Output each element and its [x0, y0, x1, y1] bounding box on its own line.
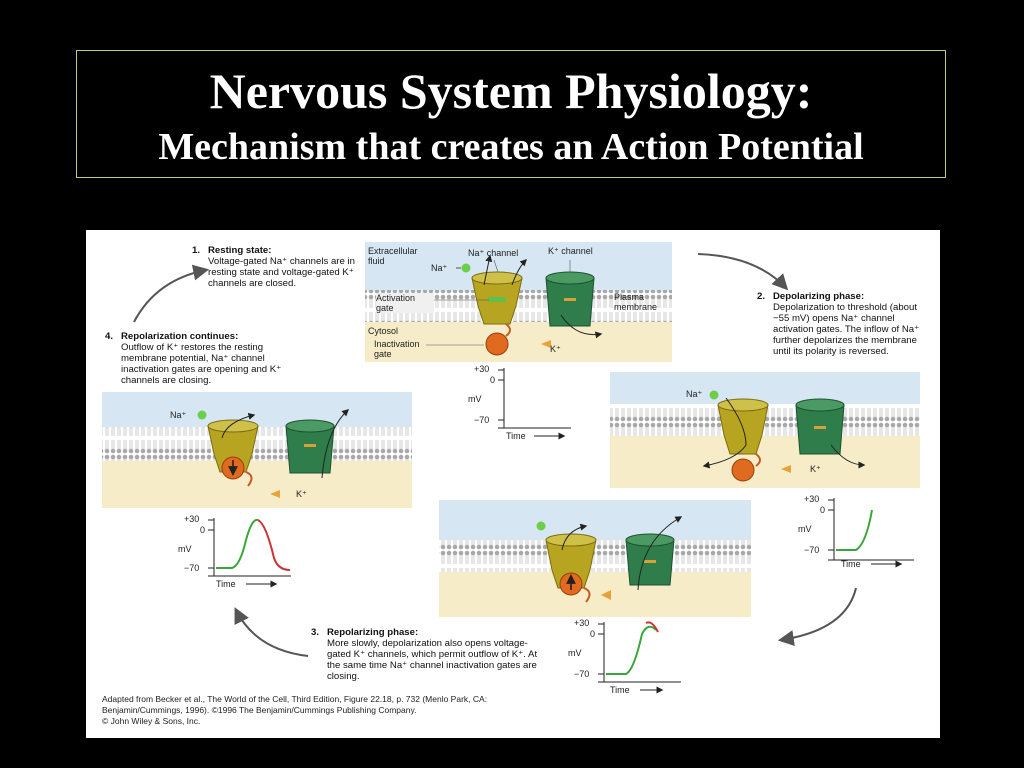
graph-4-trace-fall: [257, 519, 291, 571]
k-channel-label: K⁺ channel: [548, 246, 593, 256]
graph-2-axes: [828, 498, 914, 568]
k-ion-label: K⁺: [550, 344, 561, 354]
graph-2-ytop: +30: [804, 494, 820, 504]
page-title: Nervous System Physiology:: [209, 63, 813, 119]
graph-4-ytop: +30: [184, 514, 200, 524]
graph-1-ybottom: −70: [474, 415, 490, 425]
cycle-arrow-2-to-3: [777, 587, 857, 646]
graph-4-yzero: 0: [200, 525, 206, 535]
graph-1-ytop: +30: [474, 364, 490, 374]
cycle-arrow-4-to-1: [133, 264, 210, 323]
graph-3-axes: [598, 622, 681, 694]
extracellular-label: Extracellular fluid: [368, 246, 418, 266]
step-4-text: 4.Repolarization continues:Outflow of K⁺…: [105, 331, 282, 386]
graph-3-xlabel: Time: [610, 685, 630, 695]
activation-gate-label: Activation gate: [376, 293, 434, 313]
na-ion-icon: [461, 263, 471, 273]
graph-2-xlabel: Time: [841, 559, 861, 569]
graph-1-xlabel: Time: [506, 431, 526, 441]
panel-2-na-ion-label: Na⁺: [686, 389, 703, 399]
panel-4-k-ion-label: K⁺: [296, 489, 307, 499]
graph-3-ytop: +30: [574, 618, 590, 628]
inactivation-ball-icon: [485, 332, 509, 356]
graph-4-xlabel: Time: [216, 579, 236, 589]
panel-repolarizing: [439, 500, 751, 617]
inactivation-gate-label: Inactivation gate: [374, 339, 420, 359]
graph-3-trace-rise: [606, 625, 657, 675]
graph-2-yunit: mV: [798, 524, 812, 534]
graph-4-yunit: mV: [178, 544, 192, 554]
graph-4-ybottom: −70: [184, 563, 200, 573]
graph-1-axes: [498, 368, 571, 440]
graph-3-trace-fall: [645, 621, 659, 633]
graph-3-ybottom: −70: [574, 669, 590, 679]
cycle-arrow-3-to-4: [234, 607, 309, 657]
k-ion-icon: [541, 340, 551, 348]
cycle-arrow-1-to-2: [697, 253, 789, 291]
credit-line-1: Adapted from Becker et al., The World of…: [102, 694, 488, 715]
step-2-text: 2.Depolarizing phase:Depolarization to t…: [757, 291, 920, 357]
title-box: Nervous System Physiology: Mechanism tha…: [76, 50, 946, 178]
graph-3-yunit: mV: [568, 648, 582, 658]
panel-4-na-ion-label: Na⁺: [170, 410, 187, 420]
page-subtitle: Mechanism that creates an Action Potenti…: [158, 126, 864, 168]
credit-line-2: © John Wiley & Sons, Inc.: [102, 716, 201, 726]
graph-2-trace: [836, 509, 873, 551]
cytosol-label: Cytosol: [368, 326, 399, 336]
graph-4-axes: [208, 518, 291, 588]
k-channel-icon: [545, 271, 595, 327]
plasma-membrane-label: Plasma membrane: [614, 292, 658, 312]
figure-credit: Adapted from Becker et al., The World of…: [102, 694, 542, 727]
graph-1-yzero: 0: [490, 375, 496, 385]
panel-depolarizing: [610, 372, 920, 488]
na-channel-label: Na⁺ channel: [468, 248, 519, 258]
step-3-text: 3.Repolarizing phase:More slowly, depola…: [311, 627, 538, 682]
step-1-text: 1.Resting state:Voltage-gated Na⁺ channe…: [192, 245, 355, 289]
graph-4-trace-rise: [216, 518, 259, 569]
panel-resting: [365, 242, 672, 362]
graph-2-yzero: 0: [820, 505, 826, 515]
figure-graphics: [102, 242, 920, 694]
na-ion-label: Na⁺: [431, 263, 448, 273]
graph-1-yunit: mV: [468, 394, 482, 404]
action-potential-figure: 1.Resting state:Voltage-gated Na⁺ channe…: [86, 230, 940, 738]
panel-repolarization-continues: [102, 392, 412, 508]
panel-2-k-ion-label: K⁺: [810, 464, 821, 474]
graph-3-yzero: 0: [590, 629, 596, 639]
graph-2-ybottom: −70: [804, 545, 820, 555]
